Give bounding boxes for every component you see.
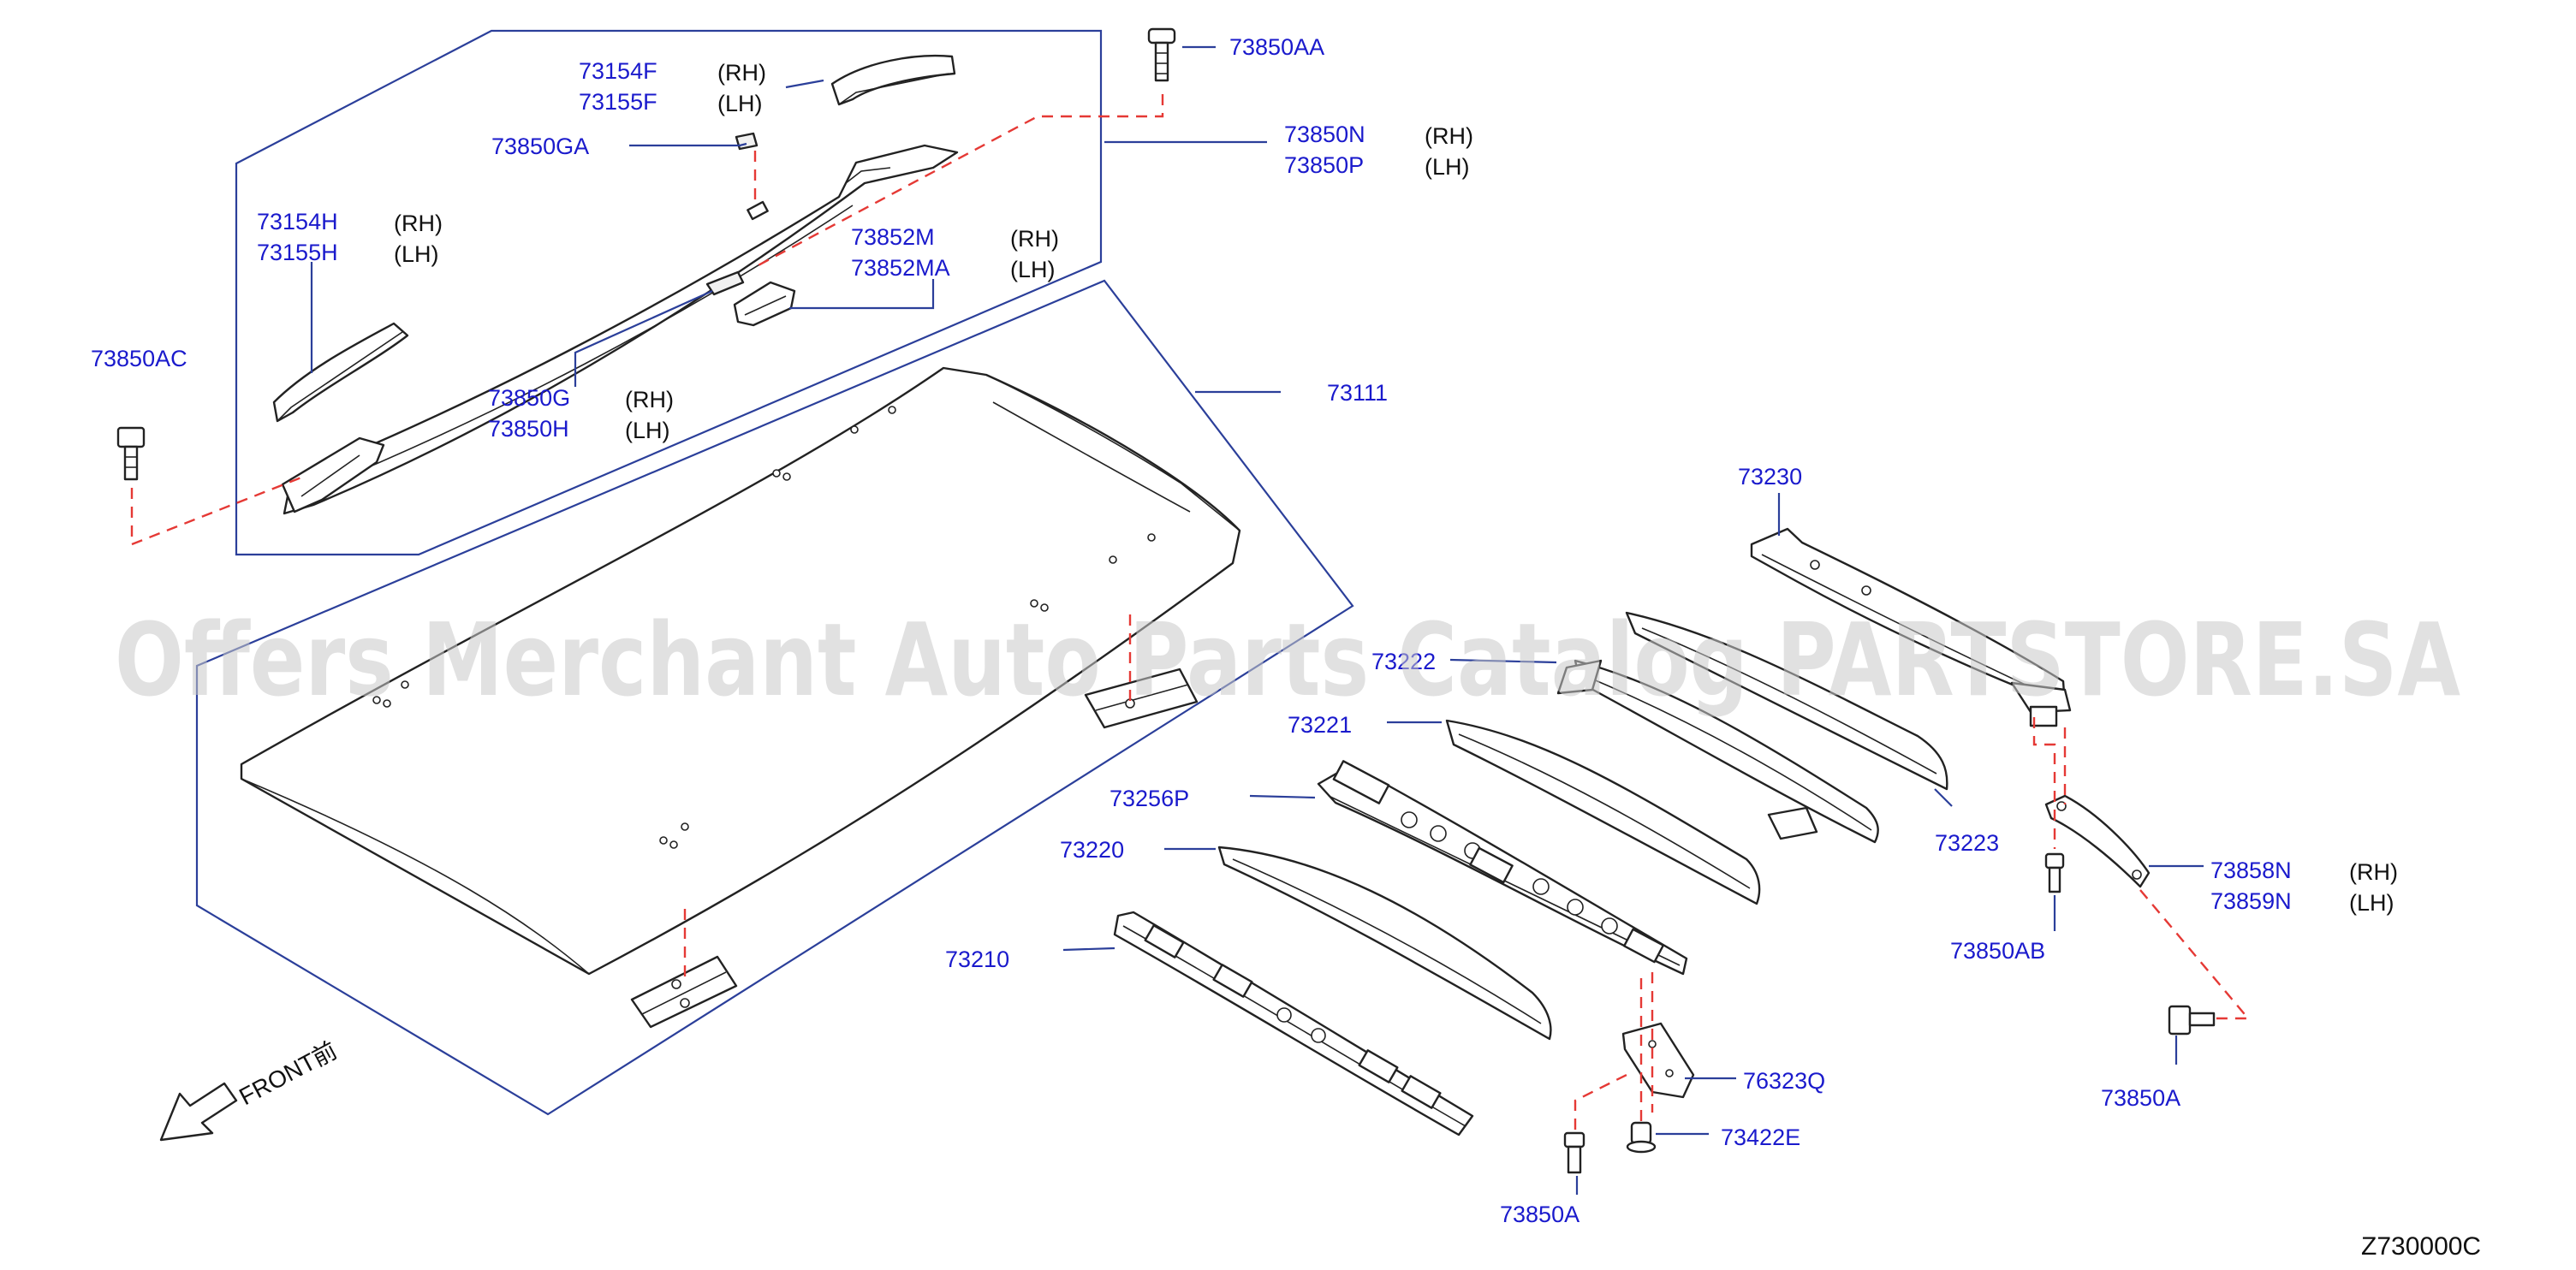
roof-panel-group-outline [195,279,1354,1116]
side-rh-73154H: (RH) [394,211,443,236]
callout-73111: 73111 [1327,380,1388,406]
roof-panel-73111 [240,366,1241,976]
callout-73256P: 73256P [1110,786,1189,811]
side-lh-73859N: (LH) [2349,890,2395,916]
roof-bow-73220 [1217,846,1552,1041]
callout-73850AC: 73850AC [91,346,187,371]
bolt-73850AB [2044,852,2065,893]
bolt-73850A-right [2168,1005,2216,1036]
callout-73858N: 73858N [2210,858,2292,883]
assembly-line-73850A-bottom [1574,1070,1634,1130]
callout-73852MA: 73852MA [851,255,950,281]
callout-73850P: 73850P [1284,152,1364,178]
callout-73850AA: 73850AA [1229,34,1324,60]
roof-patch-rear [1084,668,1199,729]
leader-lines [310,45,2204,1195]
callout-73852M: 73852M [851,224,935,250]
roof-bow-73221 [1445,719,1761,905]
side-lh-73155F: (LH) [717,91,763,116]
roof-bow-73222 [1556,659,1879,844]
bolt-73850AA [1147,27,1176,82]
roof-rail-group-outline [235,29,1103,556]
side-rh-73858N: (RH) [2349,859,2398,885]
callout-73221: 73221 [1288,712,1352,738]
assembly-line-73850A-right [2139,889,2251,1020]
side-lh-73850H: (LH) [625,418,670,443]
bracket-73858N [2044,794,2151,888]
bolt-73850A-bottom [1563,1131,1585,1174]
callout-73850A-bottom: 73850A [1500,1202,1580,1227]
rail-end-cover-73154F [830,54,956,106]
roof-patch-front [630,955,738,1029]
callout-73230: 73230 [1738,464,1802,490]
rail-bracket-73852M [733,281,796,327]
bracket-76323Q [1621,1022,1695,1099]
callout-73850H: 73850H [488,416,569,442]
roof-bow-73223 [1625,611,1948,791]
callout-73155F: 73155F [579,89,657,115]
callout-73850AB: 73850AB [1950,938,2045,964]
callout-73155H: 73155H [257,240,338,265]
callout-73850G: 73850G [488,385,570,411]
callout-73850A-right: 73850A [2101,1085,2180,1111]
side-lh-73852MA: (LH) [1010,257,1056,282]
callout-73154F: 73154F [579,58,657,84]
rail-clip-73850GA [735,132,759,151]
callout-73422E: 73422E [1721,1125,1800,1150]
callout-76323Q: 76323Q [1743,1068,1825,1094]
side-rh-73850G: (RH) [625,387,674,412]
nut-73422E [1626,1121,1657,1154]
roof-side-rail-73230 [1750,527,2072,727]
callout-73223: 73223 [1935,830,1999,856]
assembly-line-73850AA [754,94,1164,269]
callout-73850GA: 73850GA [491,134,589,159]
figure-code: Z730000C [2361,1232,2481,1261]
callout-73220: 73220 [1060,837,1124,863]
watermark: Offers Merchant Auto Parts Catalog PARTS… [115,601,2460,719]
bolt-73850AC [116,426,146,481]
front-direction-arrow: FRONT前 [159,1037,342,1142]
side-lh-73850P: (LH) [1425,154,1470,180]
assembly-line-73850AC [130,476,302,546]
rail-end-cover-73154H [272,322,409,423]
front-header-73210 [1113,911,1474,1136]
callout-73850N: 73850N [1284,122,1365,147]
assembly-line-73230 [2032,717,2056,849]
side-lh-73155H: (LH) [394,241,439,267]
callout-73859N: 73859N [2210,888,2292,914]
side-rh-73850N: (RH) [1425,123,1473,149]
roof-bow-73256P [1317,760,1688,976]
front-label: FRONT前 [235,1037,341,1111]
side-rh-73154F: (RH) [717,60,766,86]
callout-73210: 73210 [945,947,1009,972]
side-rh-73852M: (RH) [1010,226,1059,252]
callout-73222: 73222 [1371,649,1436,674]
callout-73154H: 73154H [257,209,338,234]
roof-rail-73850N [281,144,959,515]
